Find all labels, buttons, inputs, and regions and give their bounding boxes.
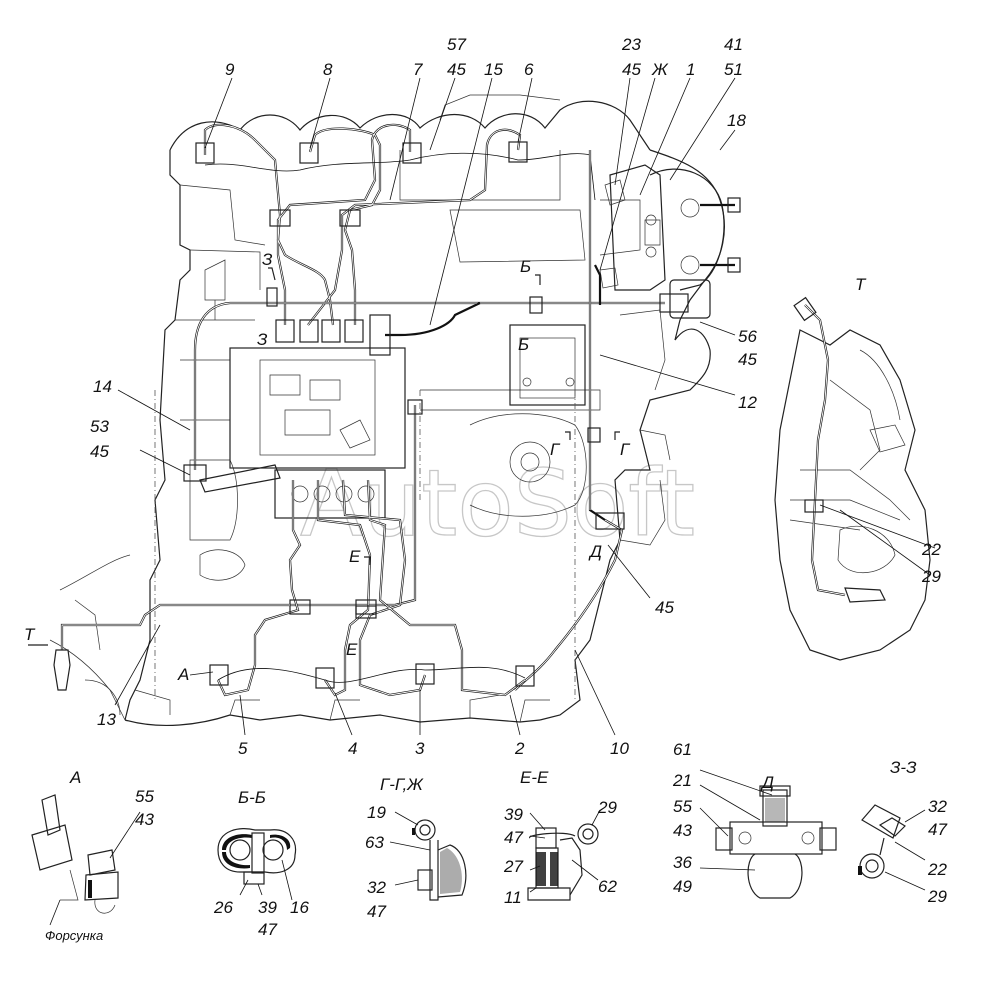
label-a: А: [177, 665, 189, 684]
section-d: [699, 769, 837, 899]
section-gg: [389, 811, 467, 901]
leader-lines: [114, 77, 736, 736]
section-a-43: 43: [135, 810, 154, 829]
label-z-bottom: З: [257, 330, 268, 349]
section-gg-47: 47: [367, 902, 386, 921]
section-gg-19: 19: [367, 803, 386, 822]
section-bb-39: 39: [258, 898, 277, 917]
label-12: 12: [738, 393, 757, 412]
center-lines: [154, 390, 576, 700]
label-18: 18: [727, 111, 746, 130]
section-ee: [527, 809, 601, 901]
label-45-d: 45: [90, 442, 109, 461]
label-23: 23: [621, 35, 641, 54]
label-45-c: 45: [738, 350, 757, 369]
section-ee-11: 11: [504, 888, 522, 907]
section-d-21: 21: [672, 771, 692, 790]
section-d-49: 49: [673, 877, 692, 896]
section-ee-29: 29: [597, 798, 617, 817]
section-d-36: 36: [673, 853, 692, 872]
label-13: 13: [97, 710, 116, 729]
section-gg-32: 32: [367, 878, 386, 897]
bottom-injector-lines: [53, 479, 535, 697]
view-t: [774, 296, 936, 661]
callout-labels: 9 8 57 45 7 15 6 23 45 Ж 1 41 51 18 З З …: [24, 35, 941, 758]
section-ee-39: 39: [504, 805, 523, 824]
label-10: 10: [610, 739, 629, 758]
section-d-55: 55: [673, 797, 692, 816]
section-a-caption: Форсунка: [45, 928, 103, 943]
section-bb-47: 47: [258, 920, 277, 939]
label-b-bottom: Б: [518, 335, 529, 354]
label-45-b: 45: [622, 60, 641, 79]
fuel-filter: [509, 164, 741, 406]
section-bb-title: Б-Б: [238, 788, 266, 807]
section-markers: [28, 267, 620, 646]
section-zz: [858, 804, 926, 891]
label-zh: Ж: [651, 60, 669, 79]
label-g-left: Г: [550, 440, 561, 459]
section-a-title: А: [69, 768, 81, 787]
label-9: 9: [225, 60, 235, 79]
label-e-top: Е: [349, 547, 361, 566]
section-bb-26: 26: [213, 898, 233, 917]
label-3: 3: [415, 739, 425, 758]
label-57: 57: [447, 35, 466, 54]
drain-lines: [183, 150, 689, 691]
label-e-bottom: Е: [346, 640, 358, 659]
label-g-right: Г: [620, 440, 631, 459]
section-ee-47: 47: [504, 828, 523, 847]
label-2: 2: [514, 739, 525, 758]
top-injector-lines: [195, 123, 596, 343]
section-a-55: 55: [135, 787, 154, 806]
section-d-43: 43: [673, 821, 692, 840]
section-zz-47: 47: [928, 820, 947, 839]
section-labels: А 55 43 Форсунка Б-Б 26 39 47 16 Г-Г,Ж 1…: [45, 740, 947, 943]
section-gg-63: 63: [365, 833, 384, 852]
section-d-61: 61: [673, 740, 692, 759]
label-8: 8: [323, 60, 333, 79]
label-15: 15: [484, 60, 503, 79]
label-56: 56: [738, 327, 757, 346]
label-14: 14: [93, 377, 112, 396]
section-d-title: Д: [760, 773, 774, 792]
section-zz-22: 22: [927, 860, 947, 879]
label-29-t: 29: [921, 567, 941, 586]
section-zz-29: 29: [927, 887, 947, 906]
label-45-top: 45: [447, 60, 466, 79]
label-4: 4: [348, 739, 357, 758]
label-5: 5: [238, 739, 248, 758]
label-7: 7: [413, 60, 423, 79]
section-bb-16: 16: [290, 898, 309, 917]
label-6: 6: [524, 60, 534, 79]
label-51: 51: [724, 60, 743, 79]
section-ee-title: Е-Е: [520, 768, 549, 787]
section-ee-62: 62: [598, 877, 617, 896]
label-b-top: Б: [520, 257, 531, 276]
section-gg-title: Г-Г,Ж: [380, 775, 424, 794]
section-a: [31, 794, 141, 926]
label-t-view: Т: [855, 275, 867, 294]
label-1: 1: [686, 60, 695, 79]
section-ee-27: 27: [503, 857, 523, 876]
label-45-e: 45: [655, 598, 674, 617]
label-22-t: 22: [921, 540, 941, 559]
section-zz-32: 32: [928, 797, 947, 816]
section-bb: [217, 828, 297, 901]
label-t: Т: [24, 625, 36, 644]
label-41: 41: [724, 35, 743, 54]
label-z-top: З: [262, 250, 273, 269]
section-zz-title: З-З: [890, 758, 917, 777]
label-53: 53: [90, 417, 109, 436]
watermark: AutoSoft: [300, 450, 695, 557]
label-d: Д: [588, 542, 602, 561]
fuel-pump: [199, 347, 406, 519]
